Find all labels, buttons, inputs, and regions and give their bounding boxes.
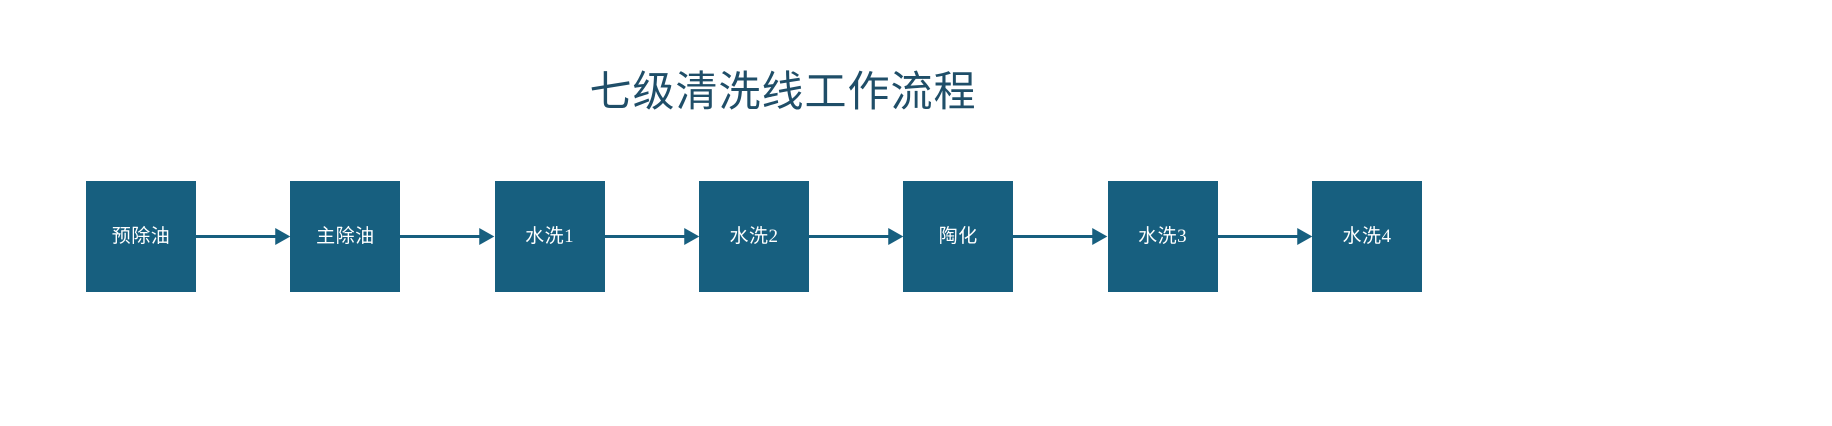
process-box-label: 水洗2	[729, 226, 779, 247]
process-box-label: 水洗4	[1342, 226, 1392, 247]
process-box-2[interactable]: 主除油	[290, 181, 401, 292]
connector-arrow-3	[605, 181, 699, 292]
diagram-title: 七级清洗线工作流程	[589, 70, 977, 116]
connector-arrow-4	[809, 181, 904, 292]
process-box-label: 水洗3	[1138, 226, 1188, 247]
process-box-label: 主除油	[316, 226, 375, 247]
process-box-label: 预除油	[111, 226, 171, 247]
connector-arrow-6	[1218, 181, 1312, 292]
process-box-4[interactable]: 水洗2	[698, 181, 809, 292]
process-box-label: 陶化	[938, 226, 978, 247]
connector-arrow-5	[1013, 181, 1108, 292]
process-box-6[interactable]: 水洗3	[1107, 181, 1218, 292]
process-box-5[interactable]: 陶化	[903, 181, 1014, 292]
process-box-7[interactable]: 水洗4	[1311, 181, 1422, 292]
process-flow-row: 预除油 主除油 水洗1 水洗2	[86, 181, 1422, 292]
connector-arrow-2	[400, 181, 495, 292]
process-box-3[interactable]: 水洗1	[494, 181, 605, 292]
process-box-label: 水洗1	[525, 226, 575, 247]
connector-arrow-1	[196, 181, 291, 292]
process-box-1[interactable]: 预除油	[86, 181, 196, 292]
